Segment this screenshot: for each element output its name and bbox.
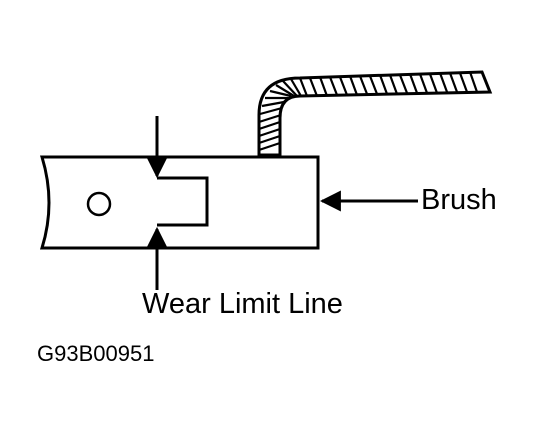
brush-label: Brush bbox=[421, 184, 497, 216]
wear-limit-line-label: Wear Limit Line bbox=[142, 288, 343, 320]
wire-braid-strands bbox=[258, 71, 479, 152]
wear-indicator-window bbox=[157, 176, 209, 227]
lead-wire bbox=[257, 70, 493, 157]
brush-body bbox=[39, 155, 320, 250]
figure-code: G93B00951 bbox=[37, 341, 155, 366]
rivet-hole bbox=[86, 191, 112, 217]
